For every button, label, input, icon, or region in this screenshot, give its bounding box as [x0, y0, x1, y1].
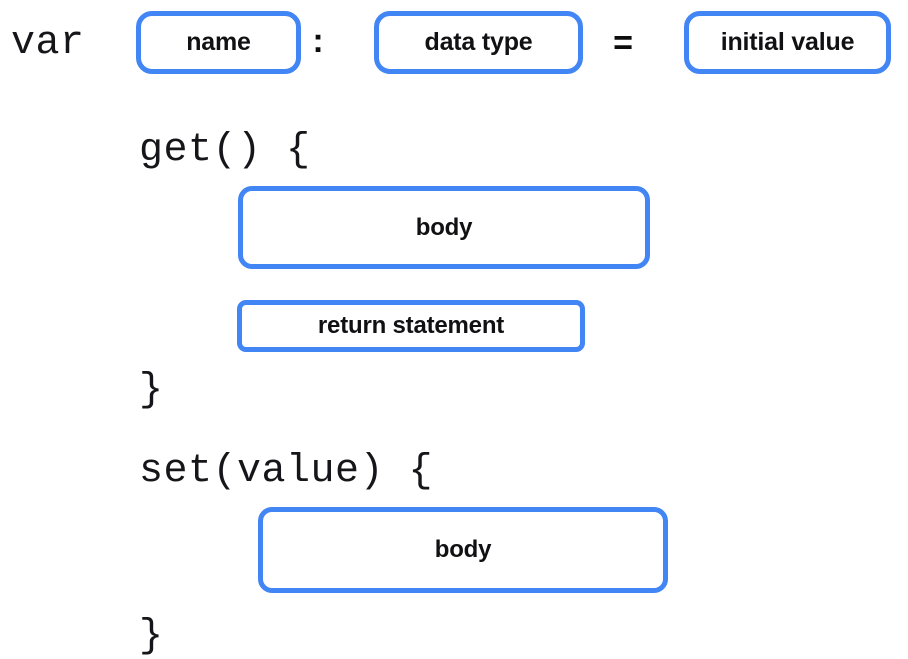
slot-data-type[interactable]: data type [374, 11, 583, 74]
setter-closing-brace: } [139, 614, 164, 659]
keyword-var: var [11, 21, 85, 66]
getter-closing-brace: } [139, 368, 164, 413]
slot-name[interactable]: name [136, 11, 301, 74]
slot-initial-value[interactable]: initial value [684, 11, 891, 74]
slot-return-statement[interactable]: return statement [237, 300, 585, 352]
type-annotation-colon: : [312, 22, 324, 60]
assignment-equals: = [613, 24, 633, 62]
setter-signature: set(value) { [139, 449, 434, 494]
slot-getter-body[interactable]: body [238, 186, 650, 269]
slot-setter-body[interactable]: body [258, 507, 668, 593]
getter-signature: get() { [139, 128, 311, 173]
